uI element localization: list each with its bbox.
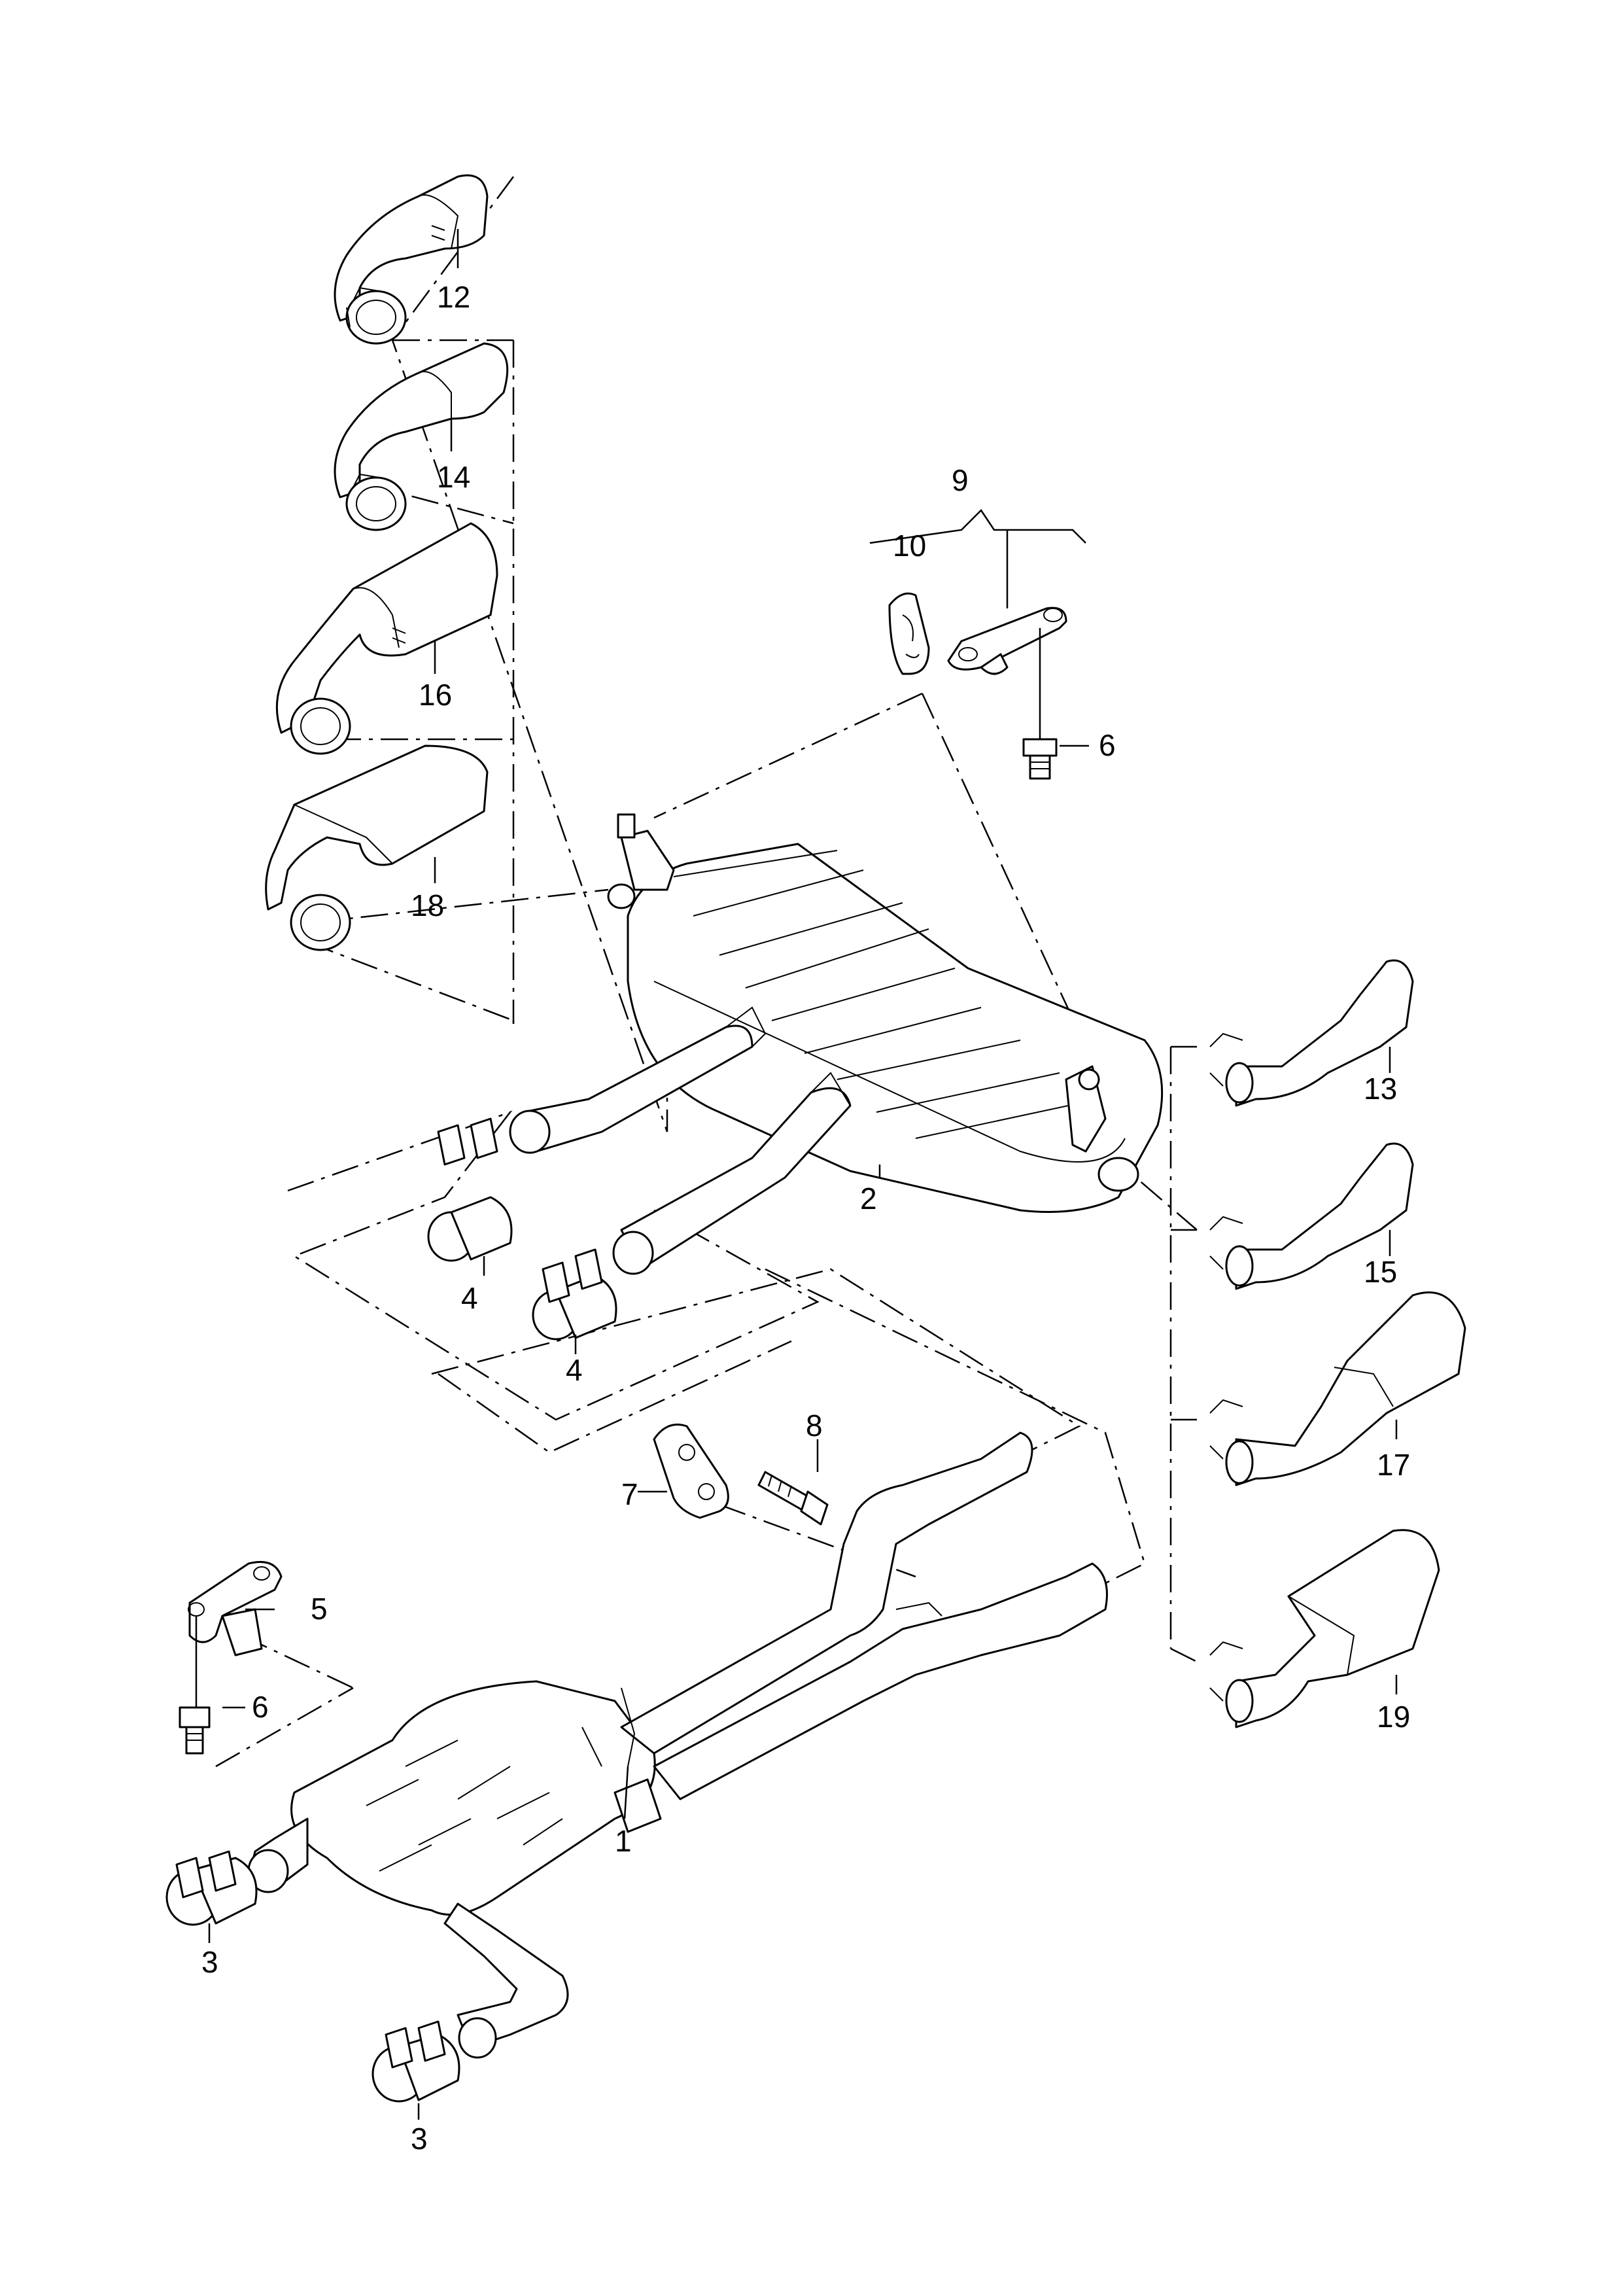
part-4-clamp-lower [532,1248,617,1340]
callout-4-lower: 4 [566,1353,583,1387]
callout-18: 18 [411,888,444,922]
part-6-bolt-lower [179,1706,211,1755]
callout-5: 5 [311,1592,328,1626]
callout-9: 9 [952,463,969,497]
callout-16: 16 [419,678,452,712]
callout-4-upper: 4 [461,1281,478,1315]
part-8-bolt [757,1471,829,1526]
callout-19: 19 [1377,1700,1410,1734]
callout-13: 13 [1364,1072,1397,1106]
callout-3-lower: 3 [411,2122,428,2156]
part-5-bracket [188,1561,283,1708]
part-12-tailpipe [334,174,489,345]
callout-14: 14 [437,460,470,494]
callout-6-lower: 6 [252,1690,269,1724]
callout-10: 10 [893,529,926,563]
part-9-bracket-group [869,509,1089,780]
part-3-clamp-upper [165,1850,258,1926]
part-3-clamp-lower [371,2020,460,2103]
part-1-front-silencer [247,1431,1108,2059]
part-17-tailpipe [1209,1291,1466,1486]
callout-8: 8 [806,1409,823,1443]
callout-labels: 1 2 3 3 4 4 5 6 6 7 8 9 10 12 13 14 15 1… [201,280,1410,2156]
part-16-tailpipe [275,522,498,755]
part-4-clamp-upper [427,1117,513,1262]
callout-17: 17 [1377,1448,1410,1482]
part-7-rubber-hanger [653,1424,729,1519]
callout-2: 2 [860,1182,877,1216]
part-14-tailpipe [334,342,509,531]
callout-6-upper: 6 [1099,728,1116,762]
part-18-tailpipe [265,745,489,951]
callout-12: 12 [437,280,470,314]
part-19-tailpipe [1209,1529,1440,1728]
callout-1: 1 [615,1824,632,1858]
leader-lines [208,229,1398,2120]
part-13-tailpipe [1209,959,1414,1107]
callout-7: 7 [621,1477,638,1511]
part-15-tailpipe [1209,1142,1414,1290]
callout-3-upper: 3 [201,1945,218,1979]
part-2-rear-silencer [509,813,1164,1275]
assembly-guide-lines [215,176,1198,1768]
callout-15: 15 [1364,1255,1397,1289]
